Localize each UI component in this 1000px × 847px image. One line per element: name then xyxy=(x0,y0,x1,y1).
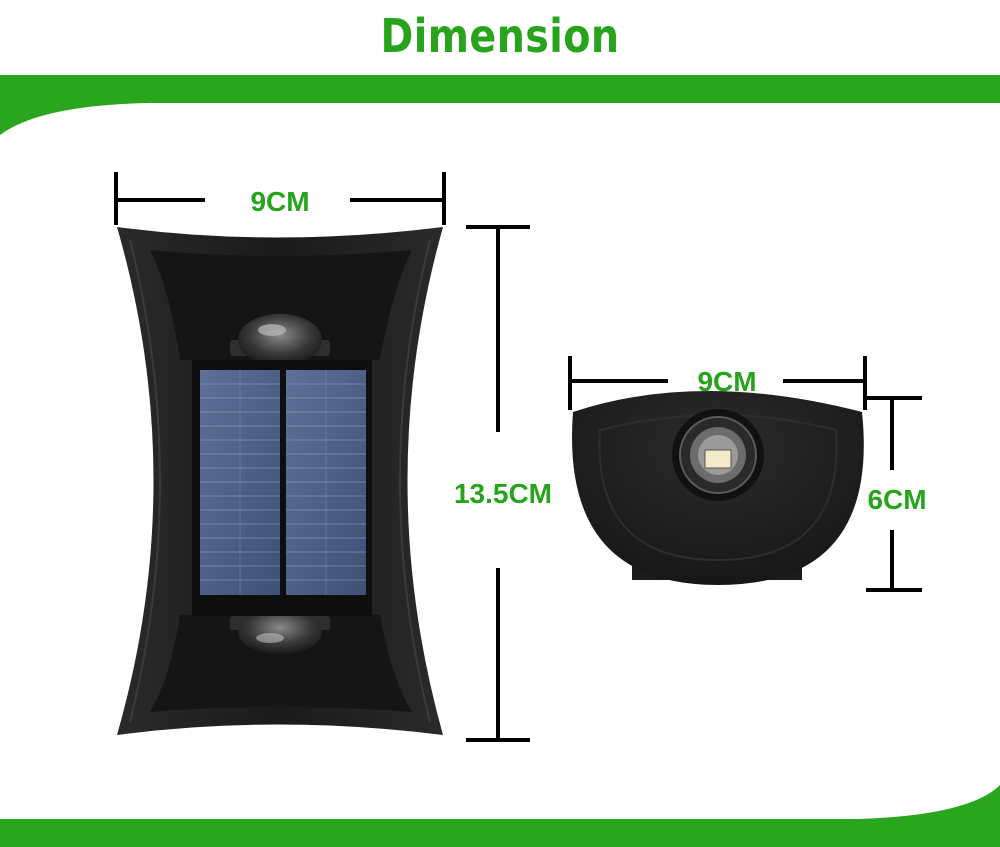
front-width-label: 9CM xyxy=(250,186,310,217)
page-title: Dimension xyxy=(380,9,620,63)
side-height-dimension-line xyxy=(866,396,922,592)
solar-panel-icon xyxy=(192,360,372,616)
side-view-lamp xyxy=(572,391,864,585)
bottom-green-band xyxy=(0,775,1000,847)
side-led-lens-icon xyxy=(672,409,764,501)
bottom-led-lens-icon xyxy=(230,610,330,654)
front-height-label: 13.5CM xyxy=(453,478,553,509)
front-view-lamp xyxy=(117,227,443,735)
side-width-dimension-line xyxy=(568,356,867,410)
side-width-label: 9CM xyxy=(697,366,757,397)
front-height-dimension-line xyxy=(466,225,530,742)
side-height-label: 6CM xyxy=(867,484,927,515)
front-width-dimension-line xyxy=(114,172,446,225)
top-green-band xyxy=(0,75,1000,155)
top-led-lens-icon xyxy=(230,314,330,366)
